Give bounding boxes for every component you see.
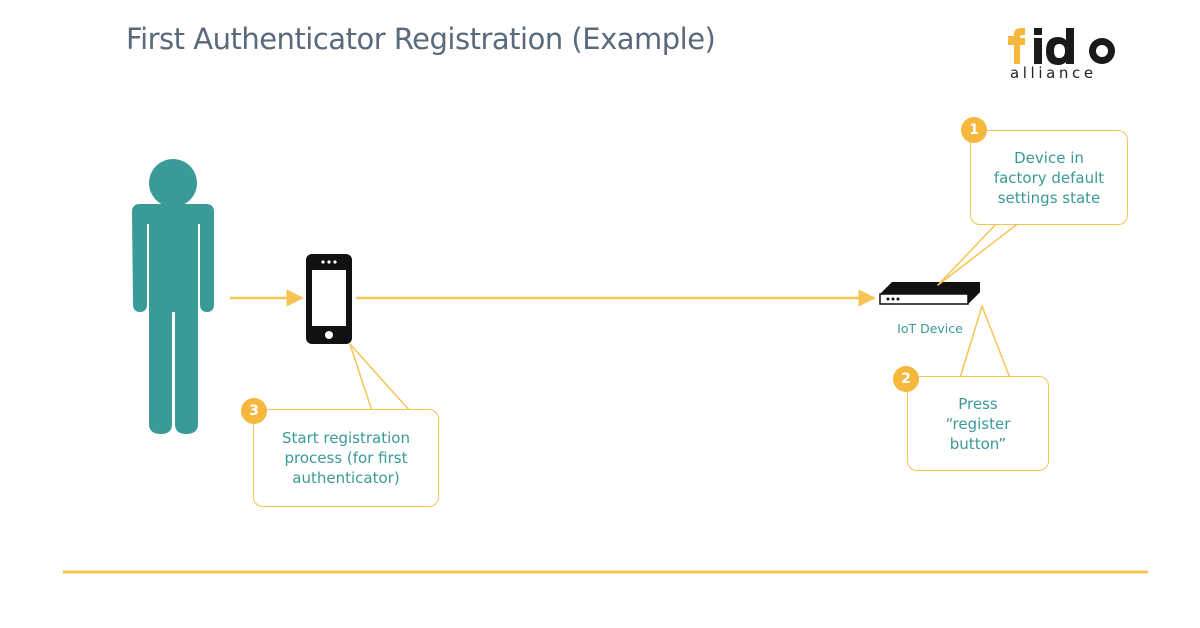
callout-2-box: Press “register button” xyxy=(907,376,1049,471)
slide-title: First Authenticator Registration (Exampl… xyxy=(126,22,716,56)
iot-device-label: IoT Device xyxy=(897,321,963,336)
fido-alliance-logo: alliance xyxy=(1004,26,1124,84)
smartphone-icon xyxy=(306,254,352,344)
person-icon xyxy=(132,159,214,434)
step-badge-1: 1 xyxy=(961,117,987,143)
callout-3-box: Start registration process (for first au… xyxy=(253,409,439,507)
callout-3-pointer xyxy=(349,343,411,412)
callout-1-pointer xyxy=(937,221,1021,286)
step-badge-2: 2 xyxy=(893,366,919,392)
step-badge-3: 3 xyxy=(241,398,267,424)
logo-subtext: alliance xyxy=(1010,64,1097,82)
callout-1-box: Device in factory default settings state xyxy=(970,130,1128,225)
callout-2-pointer xyxy=(959,305,1011,379)
fido-wordmark xyxy=(1008,28,1115,65)
iot-router-icon xyxy=(879,282,980,305)
